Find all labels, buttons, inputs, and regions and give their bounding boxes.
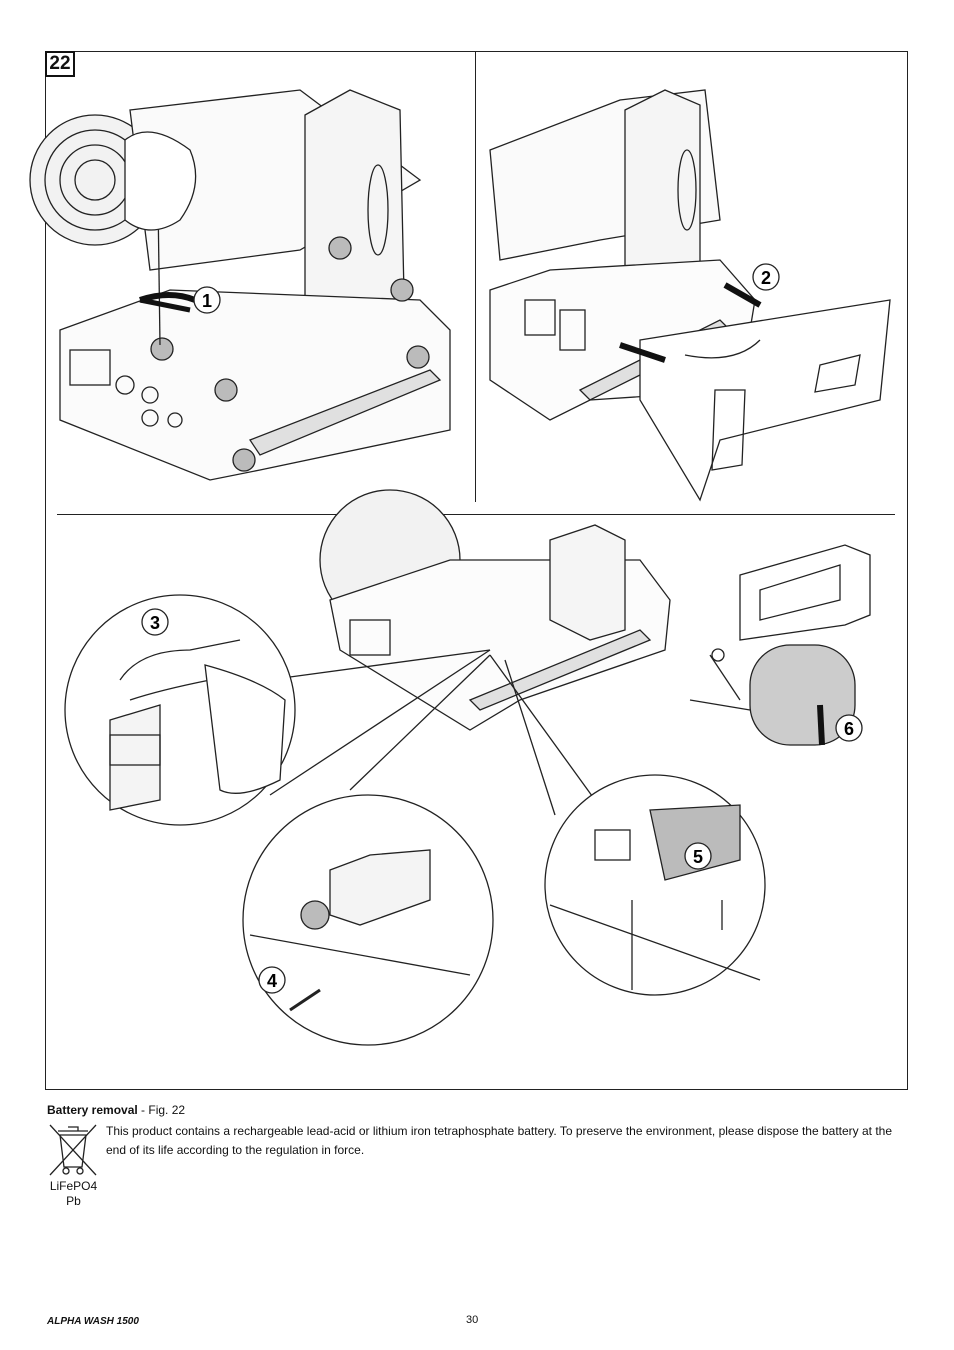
figure-number: 22 bbox=[45, 51, 75, 77]
panel-unscrew-cover bbox=[29, 89, 451, 481]
technical-illustration: 1 2 3 4 5 6 bbox=[29, 89, 891, 1046]
bin-label-lifepo4: LiFePO4 bbox=[49, 1179, 98, 1193]
step-1-label: 1 bbox=[202, 291, 212, 311]
step-4-label: 4 bbox=[267, 971, 277, 991]
bin-label: LiFePO4 Pb bbox=[46, 1179, 101, 1209]
disposal-notice: This product contains a rechargeable lea… bbox=[106, 1124, 893, 1157]
step-callouts: 1 2 3 4 5 6 bbox=[141, 263, 863, 994]
step-2-label: 2 bbox=[761, 268, 771, 288]
crossed-out-wheelie-bin-icon bbox=[49, 1124, 97, 1176]
step-6-label: 6 bbox=[844, 719, 854, 739]
footer-product-name: ALPHA WASH 1500 bbox=[47, 1316, 139, 1327]
panel-remove-cover bbox=[489, 89, 891, 502]
footer-page-number: 30 bbox=[466, 1314, 479, 1326]
figure-caption: Battery removal - Fig. 22 bbox=[47, 1103, 185, 1117]
panel-divider-horizontal bbox=[57, 514, 895, 515]
step-3-label: 3 bbox=[150, 613, 160, 633]
caption-ref: - Fig. 22 bbox=[137, 1103, 186, 1117]
figure-frame bbox=[45, 51, 908, 1090]
bin-label-pb: Pb bbox=[66, 1194, 81, 1208]
step-5-label: 5 bbox=[693, 847, 703, 867]
panel-battery-removal bbox=[64, 489, 871, 1046]
panel-divider-vertical bbox=[475, 51, 476, 502]
caption-title: Battery removal bbox=[47, 1103, 138, 1117]
